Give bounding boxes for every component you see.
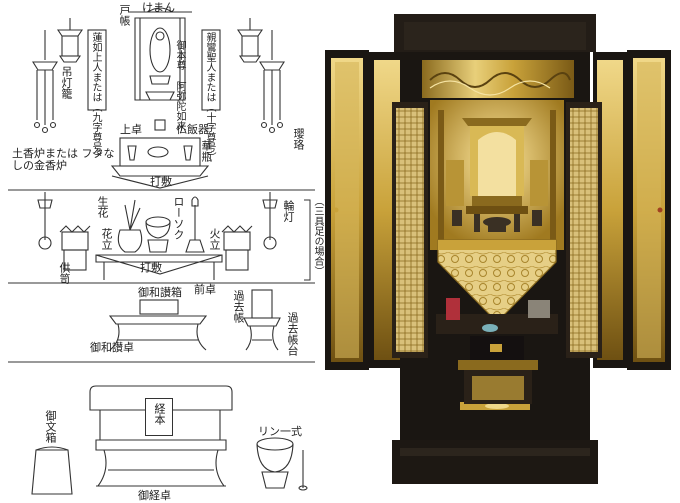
label-maejoku: 前卓: [194, 283, 216, 296]
uwajoku-drawing: [110, 119, 210, 177]
label-sangusoku: （三具足の場合）: [312, 196, 323, 276]
lattice-door-right: [566, 102, 602, 358]
uchishiki-top-drawing: [111, 175, 209, 189]
wasanjoku-drawing: [108, 299, 208, 351]
gobunbako-drawing: [31, 446, 73, 495]
label-uchishiki-mid: 打敷: [140, 261, 162, 274]
label-uwajoku: 上卓: [120, 123, 142, 136]
label-kuge: 供笥: [58, 262, 71, 284]
ranma-carving: [422, 60, 574, 98]
label-rinto: 輪灯: [282, 200, 295, 222]
uchishiki-brocade: [437, 239, 557, 323]
label-tsuridoro: 吊灯籠: [60, 66, 73, 99]
tsuridoro-right-drawing: [236, 18, 264, 63]
label-rosoku: ローソク: [172, 196, 185, 240]
yoraku-left-drawing: [32, 30, 58, 134]
label-tobari: 戸帳: [118, 4, 131, 26]
label-kakocho: 過去帳: [232, 290, 245, 323]
inner-door-left: [369, 52, 403, 368]
kuge-right-drawing: [221, 225, 253, 271]
rinto-right-drawing: [262, 192, 278, 250]
mitsugusoku-drawing: [95, 196, 223, 280]
rinto-left-drawing: [37, 192, 53, 250]
label-kakochodai: 過去帳台: [286, 312, 299, 356]
label-hitate: 火立: [208, 228, 221, 250]
lattice-door-left: [392, 102, 428, 358]
outer-door-right: [627, 50, 671, 370]
cabinet-body: [400, 20, 590, 440]
tsuridoro-left-drawing: [56, 18, 84, 63]
label-kyohon: 経本: [153, 403, 166, 425]
yoraku-right-drawing: [259, 30, 285, 134]
kyohon-box: 経本: [145, 398, 173, 436]
label-keman: けまん: [142, 1, 175, 14]
label-gokyojoku: 御経卓: [138, 489, 171, 502]
altar-schematic: [8, 7, 315, 495]
label-gobunbako: 御文箱: [44, 410, 57, 443]
rin-set-drawing: [256, 437, 308, 491]
cabinet-top: [394, 14, 596, 52]
cabinet-base: [392, 440, 598, 484]
altar-implements: [452, 210, 542, 232]
label-wasanjoku: 御和讃卓: [90, 341, 134, 354]
label-katate: 花立: [100, 228, 113, 250]
label-rinshiki: リン一式: [258, 425, 302, 438]
label-gohonzon: 御本尊 阿弥陀如来: [174, 40, 185, 131]
central-shrine: [462, 118, 532, 214]
kuge-left-drawing: [59, 225, 91, 271]
label-shinran: 親鸞聖人または（十字尊号）: [204, 32, 215, 162]
lower-altar: [436, 298, 558, 404]
sanctuary-back: [430, 100, 564, 250]
label-renjo: 蓮如上人または（九字尊号）: [90, 32, 101, 162]
keman-drawing: [147, 7, 173, 13]
label-ikebana: 生花: [96, 196, 109, 218]
honzon-shrine-drawing: [128, 11, 192, 101]
inner-door-right: [593, 52, 627, 368]
label-koro: 土香炉または フタなしの金香炉: [12, 147, 115, 172]
kakocho-drawing: [243, 289, 281, 351]
outer-door-left: [325, 50, 369, 370]
gokyojoku-drawing: [89, 385, 233, 487]
label-uchishiki-top: 打敷: [150, 175, 172, 188]
label-gowasan-bako: 御和讃箱: [138, 286, 182, 299]
label-buppanki: 仏飯器: [176, 123, 209, 136]
label-kebin: 華瓶: [200, 140, 213, 162]
label-yoraku: 瓔珞: [292, 128, 305, 150]
shinran-box: [201, 29, 221, 111]
renjo-box: [87, 29, 107, 111]
